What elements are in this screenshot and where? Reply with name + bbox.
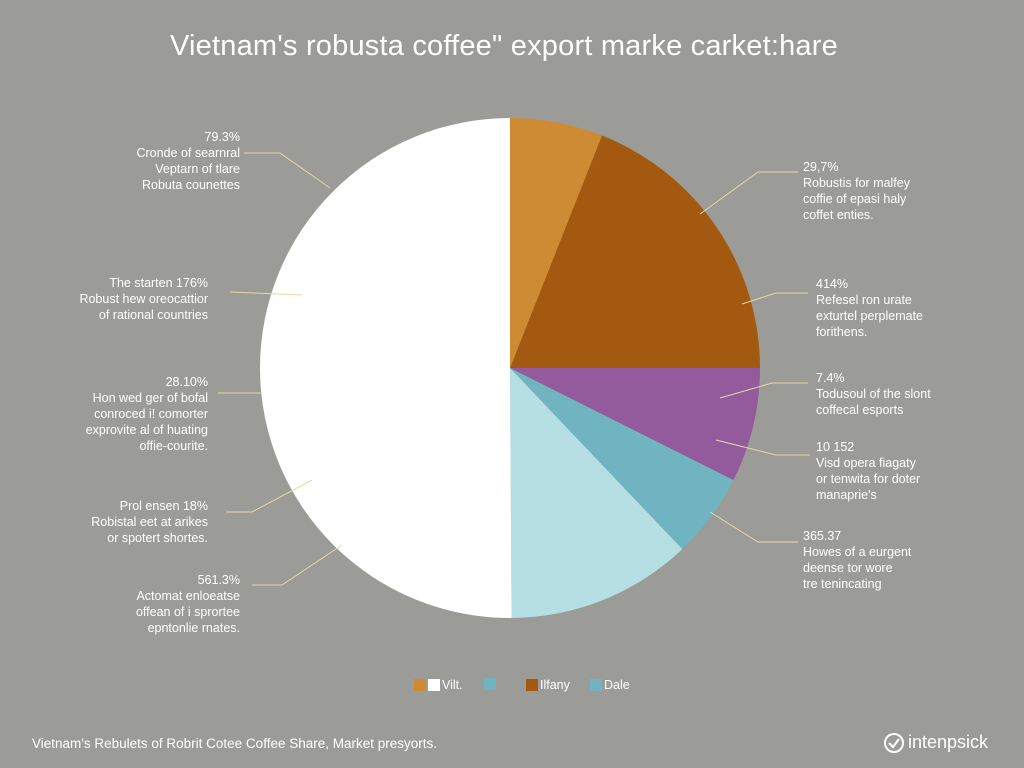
- annotation-line: Todusoul of the slont: [816, 387, 931, 401]
- annotation-line: Robustis for malfey: [803, 176, 910, 190]
- annotation-left-5: 561.3% Actomat enloeatse offean of i spr…: [136, 572, 240, 636]
- annotation-right-4: 10 152 Visd opera fiagaty or tenwita for…: [816, 439, 920, 503]
- legend-item: Vilt.: [414, 678, 463, 692]
- legend-swatch: [484, 678, 496, 690]
- leader-line-2: [229, 291, 303, 296]
- leader-line-8: [719, 382, 808, 399]
- annotation-value: 365.37: [803, 529, 842, 543]
- legend-swatch-white: [428, 679, 440, 691]
- annotation-value: 10 152: [816, 440, 855, 454]
- annotation-value: 28.10%: [165, 375, 208, 389]
- annotation-right-3: 7.4% Todusoul of the slont coffecal espo…: [816, 370, 931, 418]
- leader-line-6: [699, 171, 798, 215]
- legend-label: Dale: [604, 678, 630, 692]
- annotation-value: 29,7%: [803, 160, 839, 174]
- brand-logo: intenpsick: [884, 732, 988, 753]
- annotation-right-5: 365.37 Howes of a eurgent deense tor wor…: [803, 528, 911, 592]
- annotation-value: 79.3%: [204, 130, 240, 144]
- annotation-left-3: 28.10% Hon wed ger of bofal conroced i! …: [86, 374, 208, 454]
- legend-label: Vilt.: [442, 678, 463, 692]
- pie-slice-2: [510, 135, 760, 368]
- annotation-right-1: 29,7% Robustis for malfey coffie of epas…: [803, 159, 910, 223]
- annotation-line: Robust hew oreocattior: [79, 292, 208, 306]
- leader-lines: [218, 152, 810, 586]
- legend-swatch: [590, 679, 602, 691]
- annotation-line: tre tenincating: [803, 577, 882, 591]
- pie-slice-4: [510, 368, 734, 550]
- leader-line-1: [244, 152, 331, 189]
- annotation-line: epntonlie rnates.: [147, 621, 240, 635]
- annotation-line: Actomat enloeatse: [136, 589, 240, 603]
- legend-swatch: [526, 679, 538, 691]
- annotation-line: Robuta counettes: [142, 178, 240, 192]
- pie-slice-1: [510, 118, 603, 368]
- annotation-value: 7.4%: [816, 371, 845, 385]
- pie-slice-5: [510, 368, 683, 618]
- leader-line-5: [252, 544, 343, 586]
- annotation-value: Prol ensen 18%: [119, 499, 208, 513]
- annotation-left-1: 79.3% Cronde of searnral Veptarn of tlar…: [136, 129, 240, 193]
- leader-line-10: [709, 511, 798, 543]
- annotation-value: 414%: [816, 277, 848, 291]
- annotation-line: Howes of a eurgent: [803, 545, 912, 559]
- leader-line-4: [226, 479, 313, 513]
- annotation-left-4: Prol ensen 18% Robistal eet at arikes or…: [91, 498, 208, 546]
- annotation-line: coffecal esports: [816, 403, 904, 417]
- footer-caption: Vietnam's Rebulets of Robrit Cotee Coffe…: [32, 736, 438, 751]
- legend-swatch: [414, 679, 426, 691]
- annotation-line: offean of i sprortee: [135, 605, 240, 619]
- annotation-line: conroced i! comorter: [94, 407, 208, 421]
- pie-slice-6: [260, 118, 512, 618]
- legend-item: Dale: [590, 678, 630, 692]
- annotation-line: Refesel ron urate: [816, 293, 912, 307]
- annotation-line: Visd opera fiagaty: [816, 456, 916, 470]
- annotation-line: Veptarn of tlare: [155, 162, 240, 176]
- chart-title: Vietnam's robusta coffee" export marke c…: [170, 30, 838, 62]
- annotation-value: The starten 176%: [109, 276, 208, 290]
- annotation-left-2: The starten 176% Robust hew oreocattior …: [79, 275, 208, 323]
- annotation-value: 561.3%: [197, 573, 240, 587]
- annotation-line: exprovite al of huating: [85, 423, 208, 437]
- annotation-line: Robistal eet at arikes: [91, 515, 208, 529]
- legend-item: Ilfany: [526, 678, 570, 692]
- brand-name: intenpsick: [908, 732, 989, 752]
- pie-slices: [260, 118, 760, 618]
- annotation-line: or tenwita for doter: [816, 472, 921, 486]
- annotation-line: coffie of epasi haly: [803, 192, 907, 206]
- annotation-line: Cronde of searnral: [136, 146, 240, 160]
- annotation-line: forithens.: [816, 325, 868, 339]
- annotation-line: coffet enties.: [803, 208, 874, 222]
- annotation-line: or spotert shortes.: [107, 531, 208, 545]
- annotation-line: manaprie's: [816, 488, 877, 502]
- legend-label: Ilfany: [540, 678, 570, 692]
- leader-line-9: [715, 439, 810, 456]
- annotation-line: offie-courite.: [139, 439, 208, 453]
- brand-icon: [884, 732, 904, 753]
- legend-item: [484, 678, 498, 690]
- annotation-line: deense tor wore: [803, 561, 893, 575]
- annotation-line: Hon wed ger of bofal: [92, 391, 208, 405]
- annotation-line: exturtel perplemate: [816, 309, 924, 323]
- leader-line-7: [741, 292, 808, 305]
- annotation-right-2: 414% Refesel ron urate exturtel perplema…: [816, 276, 923, 340]
- annotation-line: of rational countries: [98, 308, 208, 322]
- pie-slice-3: [510, 368, 760, 481]
